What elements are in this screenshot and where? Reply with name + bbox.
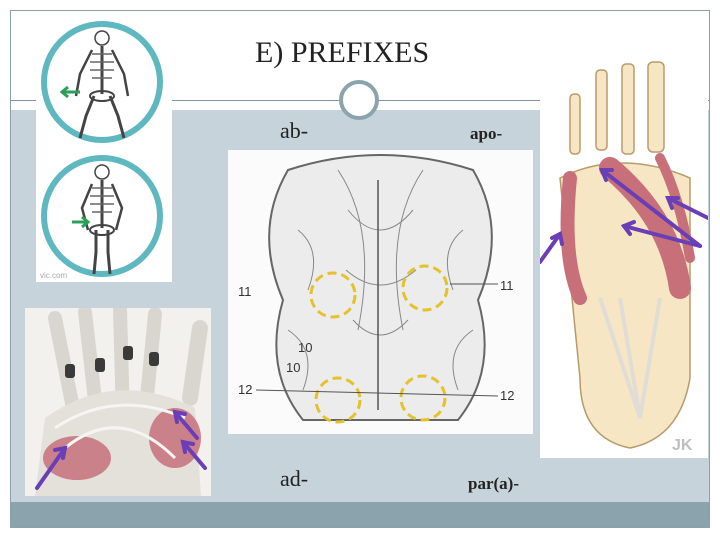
slide-frame [10, 10, 710, 528]
skeleton-abduction-figure [41, 21, 163, 143]
prefix-ab: ab- [280, 118, 309, 143]
label-11-right: 11 [500, 278, 514, 293]
highlight-circle-lower-right [399, 374, 447, 422]
label-11-left: 11 [238, 284, 252, 299]
slide-title: E) PREFIXES [255, 36, 430, 69]
label-12-left: 12 [238, 382, 252, 397]
hand-muscle-left [43, 436, 111, 480]
foot-arrow-middle [622, 224, 702, 248]
foot-arrow-top [600, 168, 702, 248]
footer-bar [11, 502, 709, 527]
hand-arrow-left [35, 446, 67, 490]
skeleton-panel: vic.com [36, 16, 172, 282]
foot-panel: JK [540, 58, 708, 458]
highlight-circle-upper-right [401, 264, 449, 312]
foot-muscle-left [560, 171, 587, 305]
label-10-a: 10 [298, 340, 312, 355]
anatomy-diagram-panel: 11 11 12 12 10 10 [228, 150, 533, 434]
title-ring-icon [339, 80, 379, 120]
label-12-right: 12 [500, 388, 514, 403]
highlight-circle-lower-left [314, 376, 362, 424]
hand-panel [25, 308, 211, 496]
skeleton-adduction-figure [41, 155, 163, 277]
prefix-ad: ad- [280, 466, 309, 491]
highlight-circle-upper-left [309, 271, 357, 319]
foot-arrow-left [540, 232, 562, 264]
prefix-apo: apo- [470, 124, 503, 143]
hand-muscle-right [149, 408, 201, 468]
foot-arrow-right [666, 196, 708, 220]
hand-arrow-right-lower [181, 440, 207, 470]
foot-logo: JK [672, 437, 693, 454]
prefix-para: par(a)- [468, 474, 519, 493]
label-10-b: 10 [286, 360, 300, 375]
skeleton-credit: vic.com [40, 271, 67, 280]
hand-arrow-right-upper [173, 410, 199, 440]
foot-muscle-center [599, 157, 691, 299]
